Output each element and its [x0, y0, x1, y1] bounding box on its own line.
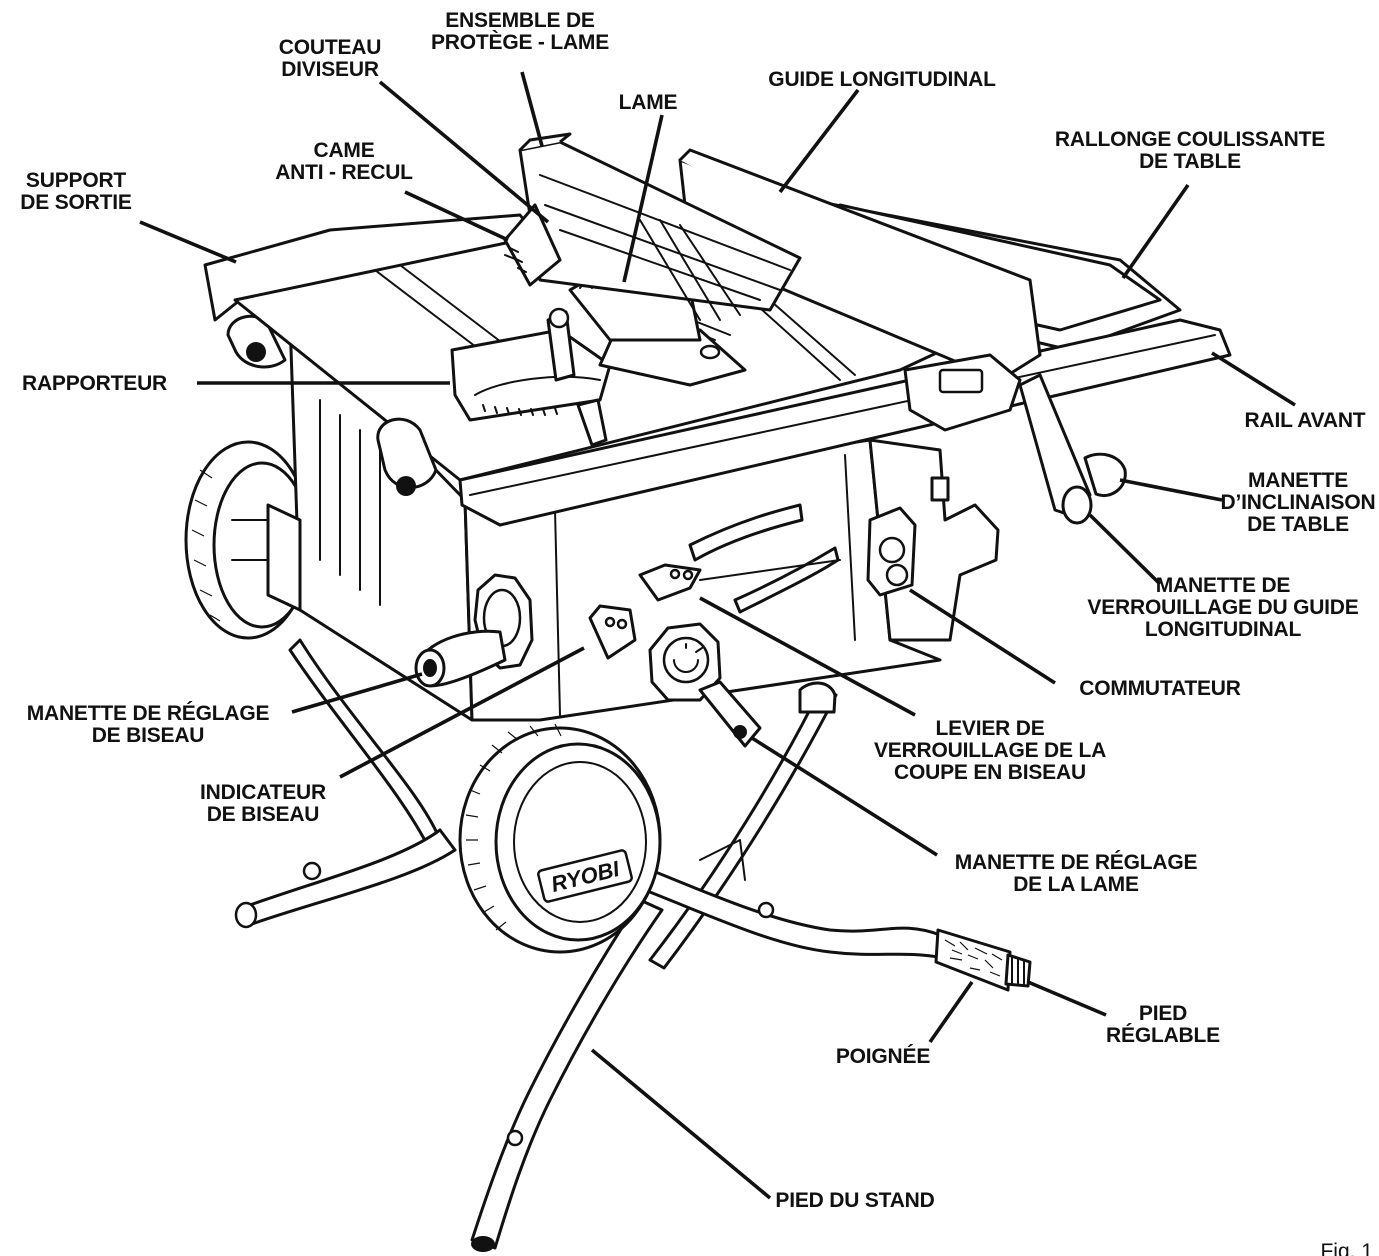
- label-rapporteur: RAPPORTEUR: [22, 372, 168, 395]
- label-poignee: POIGNÉE: [835, 1045, 931, 1068]
- label-manette-reglage-lame: MANETTE DE RÉGLAGE DE LA LAME: [954, 851, 1198, 896]
- label-indicateur-biseau: INDICATEUR DE BISEAU: [200, 781, 326, 826]
- label-pied-stand: PIED DU STAND: [775, 1189, 935, 1212]
- figure-caption: Fig. 1: [1320, 1240, 1373, 1256]
- label-couteau-diviseur: COUTEAU DIVISEUR: [278, 36, 382, 81]
- label-protege-lame: ENSEMBLE DE PROTÈGE - LAME: [430, 9, 610, 54]
- label-rail-avant: RAIL AVANT: [1244, 409, 1366, 432]
- label-lame: LAME: [618, 91, 678, 114]
- label-levier-verrouillage-biseau: LEVIER DE VERROUILLAGE DE LA COUPE EN BI…: [873, 717, 1107, 784]
- label-manette-verrouillage-guide: MANETTE DE VERROUILLAGE DU GUIDE LONGITU…: [1087, 574, 1359, 641]
- label-came-anti-recul: CAME ANTI - RECUL: [275, 139, 413, 184]
- label-support-sortie: SUPPORT DE SORTIE: [20, 169, 132, 214]
- stand-legs: [234, 638, 1032, 1252]
- label-manette-reglage-biseau: MANETTE DE RÉGLAGE DE BISEAU: [26, 702, 270, 747]
- label-rallonge-table: RALLONGE COULISSANTE DE TABLE: [1054, 128, 1326, 173]
- front-controls: [414, 373, 1127, 881]
- front-wheel: RYOBI: [458, 723, 662, 954]
- label-guide-longitudinal: GUIDE LONGITUDINAL: [768, 68, 996, 91]
- label-pied-reglable: PIED RÉGLABLE: [1106, 1002, 1220, 1047]
- label-manette-inclinaison: MANETTE D’INCLINAISON DE TABLE: [1220, 469, 1376, 536]
- label-commutateur: COMMUTATEUR: [1079, 677, 1241, 700]
- leader-lines: [139, 71, 1296, 1200]
- table-top: [203, 132, 1232, 527]
